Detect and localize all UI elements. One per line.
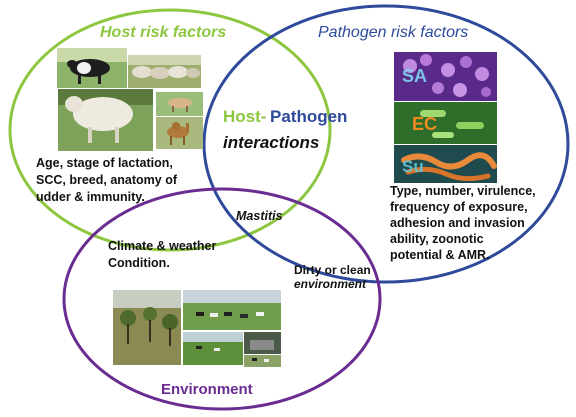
goats-photo xyxy=(128,55,201,88)
pathogen-photos: SA EC Su xyxy=(394,52,497,183)
interactions-word: interactions xyxy=(223,133,320,152)
sa-label: SA xyxy=(402,66,427,86)
pathogen-factors-description: Type, number, virulence, frequency of ex… xyxy=(390,184,536,262)
pasture-herd-photo xyxy=(183,290,281,330)
environment-photos xyxy=(113,290,281,367)
pathogen-circle xyxy=(202,4,570,284)
host-risk-factors-title: Host risk factors xyxy=(100,24,227,41)
environment-word: environment xyxy=(294,277,367,291)
su-label: Su xyxy=(402,157,424,176)
sheep-photo xyxy=(58,89,153,151)
savanna-photo xyxy=(113,290,181,365)
environment-circle xyxy=(62,187,382,411)
small-cow-photo xyxy=(156,92,203,116)
host-circle xyxy=(8,8,332,252)
dirty-clean-environment: Dirty or clean environment xyxy=(294,263,371,291)
barn-photo xyxy=(244,332,281,354)
pathogen-word: Pathogen xyxy=(270,107,348,126)
mastitis-label: Mastitis xyxy=(236,209,283,223)
climate-description: Climate & weather Condition. xyxy=(108,239,217,270)
su-bacteria-photo: Su xyxy=(394,145,497,183)
camel-photo xyxy=(156,117,203,149)
ec-label: EC xyxy=(412,114,437,134)
cow-photo xyxy=(57,48,127,88)
host-factors-description: Age, stage of lactation, SCC, breed, ana… xyxy=(36,156,177,204)
sa-bacteria-photo: SA xyxy=(394,52,497,101)
host-photos xyxy=(57,48,203,151)
feedlot-photo xyxy=(244,355,281,367)
environment-title: Environment xyxy=(161,381,253,398)
host-word: Host- xyxy=(223,107,267,126)
pathogen-risk-factors-title: Pathogen risk factors xyxy=(318,24,469,41)
grazing-field-photo xyxy=(183,332,243,365)
dirty-clean-line: Dirty or clean xyxy=(294,263,371,277)
ec-bacteria-photo: EC xyxy=(394,102,497,144)
